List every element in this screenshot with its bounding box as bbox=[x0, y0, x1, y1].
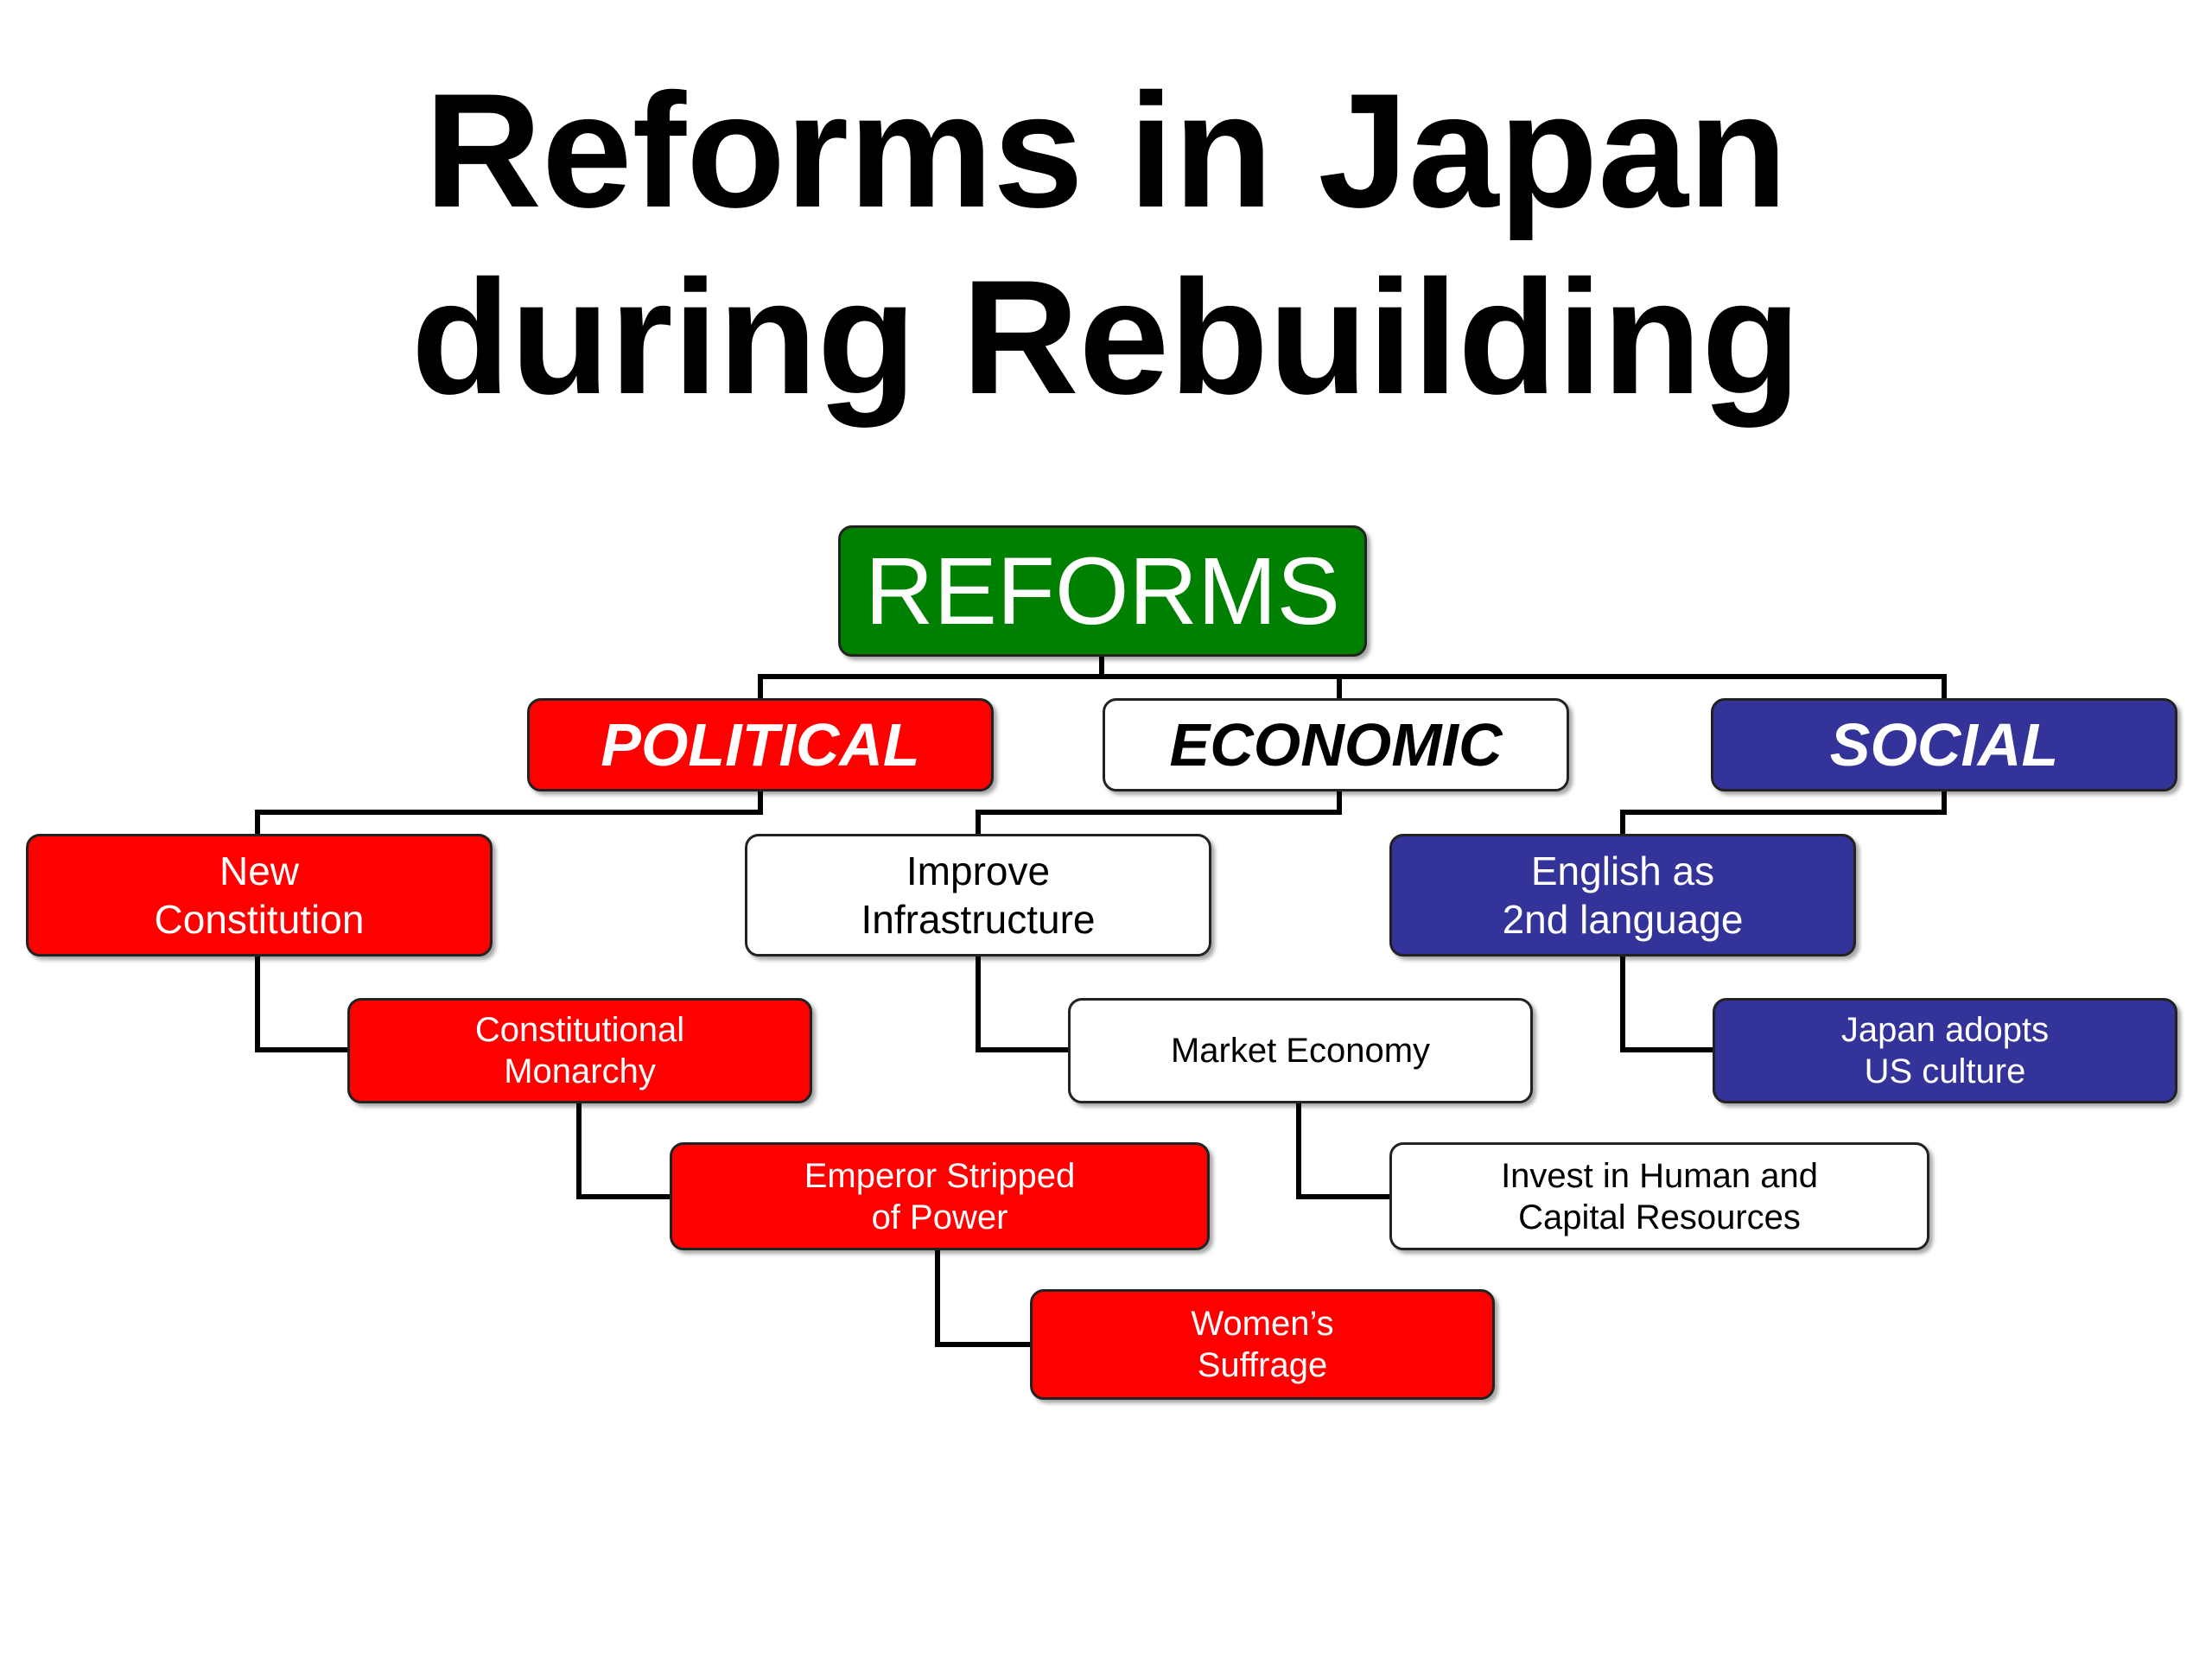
connector-economic-infrastructure bbox=[976, 791, 1342, 834]
connector-monarchy-emperor bbox=[576, 1102, 670, 1199]
connector-political-new-constitution bbox=[255, 791, 763, 834]
connector-emperor-suffrage bbox=[935, 1249, 1030, 1347]
connector-new-constitution-monarchy bbox=[255, 955, 347, 1052]
womens-suffrage-node: Women’s Suffrage bbox=[1030, 1289, 1495, 1400]
social-category-node: SOCIAL bbox=[1711, 698, 2177, 791]
improve-infrastructure-line-2: Infrastructure bbox=[861, 897, 1096, 942]
connector-social-english bbox=[1620, 791, 1947, 834]
japan-adopts-us-culture-line-1: Japan adopts bbox=[1840, 1011, 2050, 1049]
invest-human-capital-line-2: Capital Resources bbox=[1518, 1198, 1801, 1236]
economic-category-label: ECONOMIC bbox=[1169, 711, 1503, 779]
page-title-line-1: Reforms in Japan bbox=[424, 60, 1788, 241]
womens-suffrage-line-1: Women’s bbox=[1191, 1305, 1334, 1343]
connector-english-culture bbox=[1620, 955, 1713, 1052]
page-title-line-2: during Rebuilding bbox=[410, 246, 1802, 428]
social-category-label: SOCIAL bbox=[1829, 711, 2059, 779]
political-category-label: POLITICAL bbox=[601, 711, 920, 779]
reforms-root-node: REFORMS bbox=[838, 525, 1367, 657]
reforms-root-label: REFORMS bbox=[865, 537, 1340, 645]
japan-adopts-us-culture-line-2: US culture bbox=[1864, 1052, 2026, 1090]
english-second-language-line-1: English as bbox=[1530, 848, 1715, 893]
japan-adopts-us-culture-node: Japan adopts US culture bbox=[1713, 998, 2177, 1103]
english-second-language-node: English as 2nd language bbox=[1389, 834, 1856, 957]
market-economy-node: Market Economy bbox=[1068, 998, 1533, 1103]
new-constitution-node: New Constitution bbox=[26, 834, 493, 957]
connector-infrastructure-market bbox=[976, 955, 1068, 1052]
womens-suffrage-line-2: Suffrage bbox=[1197, 1346, 1328, 1384]
improve-infrastructure-node: Improve Infrastructure bbox=[745, 834, 1211, 957]
market-economy-label: Market Economy bbox=[1170, 1032, 1431, 1070]
new-constitution-line-2: Constitution bbox=[154, 897, 365, 942]
english-second-language-line-2: 2nd language bbox=[1502, 897, 1744, 942]
emperor-stripped-line-2: of Power bbox=[871, 1198, 1008, 1236]
constitutional-monarchy-line-2: Monarchy bbox=[504, 1052, 656, 1090]
connector-root-bus bbox=[758, 674, 1947, 709]
economic-category-node: ECONOMIC bbox=[1103, 698, 1569, 791]
emperor-stripped-line-1: Emperor Stripped bbox=[804, 1156, 1076, 1195]
constitutional-monarchy-node: Constitutional Monarchy bbox=[347, 998, 812, 1103]
improve-infrastructure-line-1: Improve bbox=[906, 848, 1051, 893]
invest-human-capital-line-1: Invest in Human and bbox=[1501, 1156, 1818, 1195]
political-category-node: POLITICAL bbox=[527, 698, 994, 791]
connector-market-invest bbox=[1296, 1102, 1389, 1199]
emperor-stripped-node: Emperor Stripped of Power bbox=[670, 1142, 1210, 1250]
new-constitution-line-1: New bbox=[219, 848, 299, 893]
invest-human-capital-node: Invest in Human and Capital Resources bbox=[1389, 1142, 1929, 1250]
constitutional-monarchy-line-1: Constitutional bbox=[474, 1011, 685, 1049]
